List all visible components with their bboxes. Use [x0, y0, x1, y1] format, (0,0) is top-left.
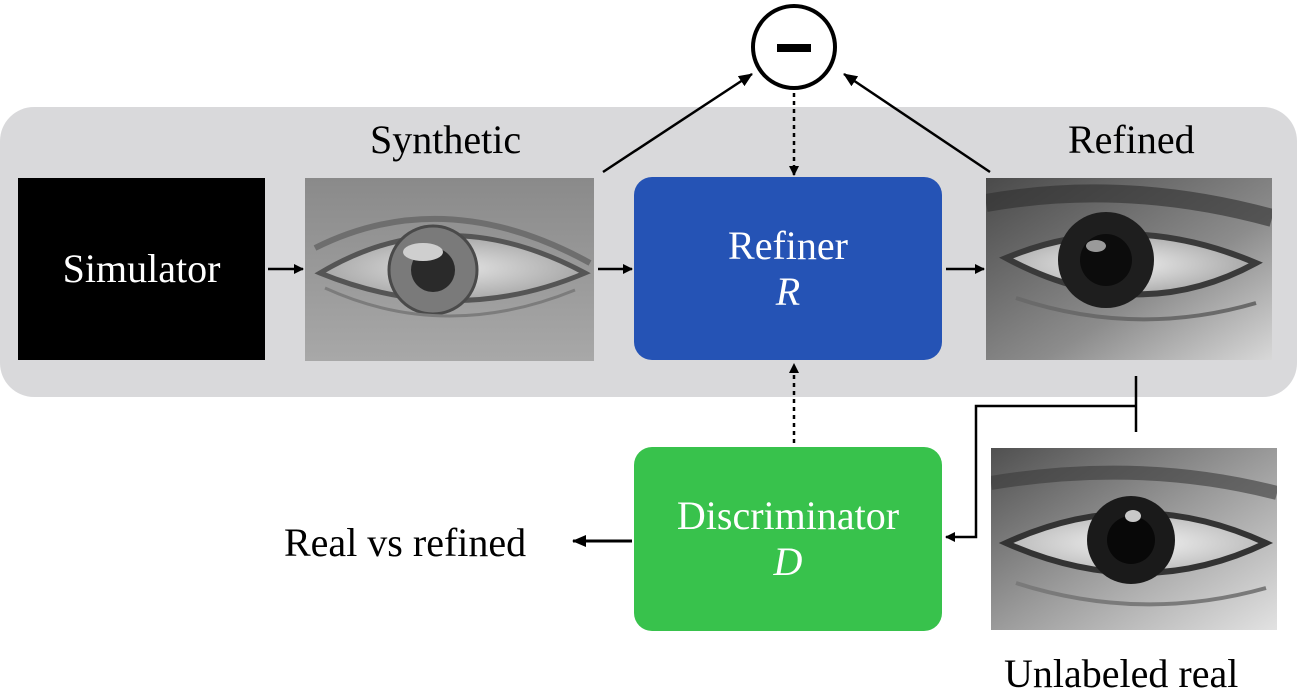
refiner-label: Refiner: [728, 222, 848, 268]
difference-operator: [750, 3, 838, 91]
simulator-box: Simulator: [18, 178, 265, 360]
synthetic-label: Synthetic: [370, 117, 522, 162]
discriminator-box: Discriminator D: [634, 447, 942, 631]
refined-eye-image: [986, 178, 1272, 360]
unlabeled-real-eye-image: [991, 448, 1277, 630]
refined-label: Refined: [1068, 117, 1195, 162]
discriminator-symbol: D: [773, 539, 803, 584]
arrow-refined-to-operator: [843, 72, 991, 174]
refiner-symbol: R: [775, 268, 801, 314]
arrow-to-discriminator: [945, 404, 1136, 542]
refiner-box: Refiner R: [634, 177, 942, 360]
minus-icon: [777, 44, 811, 52]
discriminator-label: Discriminator: [676, 493, 900, 538]
unlabeled-real-label: Unlabeled real: [1004, 651, 1239, 696]
arrow-synthetic-to-operator: [602, 72, 753, 174]
simulator-label: Simulator: [62, 246, 221, 291]
real-vs-refined-label: Real vs refined: [284, 520, 527, 565]
synthetic-eye-image: [305, 178, 594, 361]
